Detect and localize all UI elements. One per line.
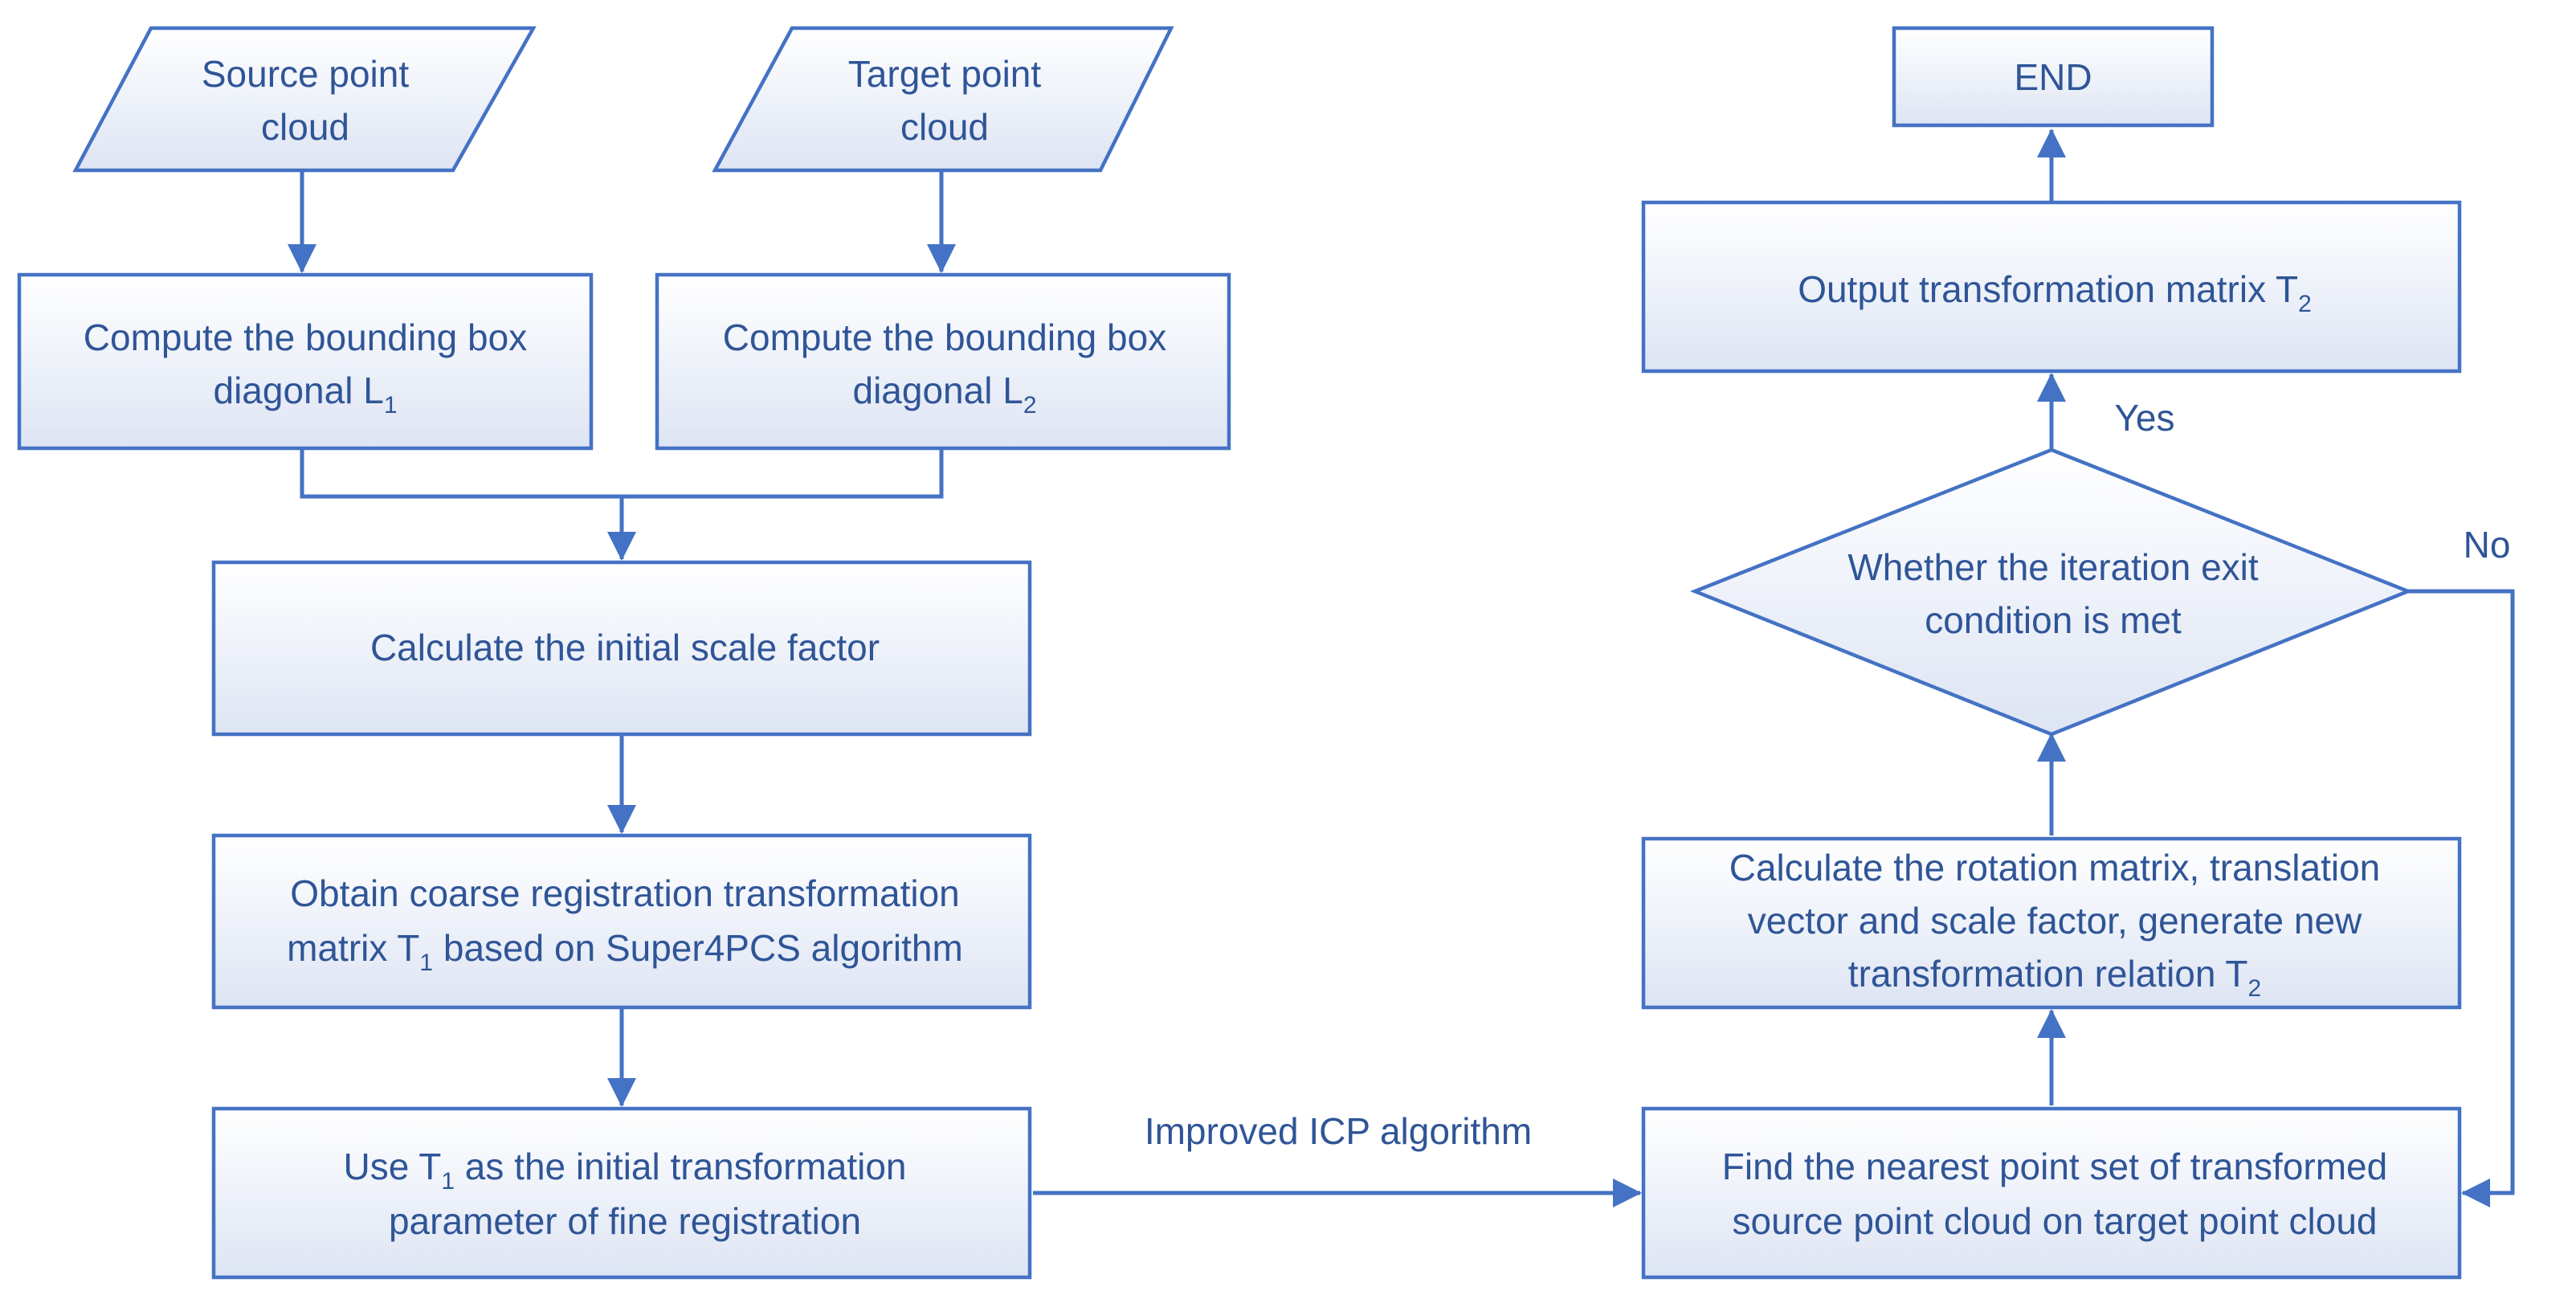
coarse-registration-line-2: matrix T1 based on Super4PCS algorithm bbox=[287, 927, 963, 976]
bbox-source-box bbox=[17, 272, 594, 451]
output-subscript: 2 bbox=[2298, 291, 2312, 317]
edge-bbox-merge bbox=[300, 448, 944, 499]
bbox-target-node: Compute the bounding box diagonal L2 bbox=[655, 272, 1231, 451]
output-box bbox=[1641, 200, 2462, 374]
init-transform-box bbox=[211, 1106, 1032, 1280]
bbox-source-node: Compute the bounding box diagonal L1 bbox=[17, 272, 594, 451]
target-input-shape bbox=[712, 26, 1174, 173]
target-input-line-1: Target point bbox=[848, 53, 1042, 95]
scale-factor-box bbox=[211, 560, 1032, 737]
nearest-point-node: Find the nearest point set of transforme… bbox=[1641, 1106, 2462, 1280]
decision-diamond bbox=[1689, 447, 2414, 737]
decision-line-1: Whether the iteration exit bbox=[1847, 546, 2259, 588]
nearest-point-line-1: Find the nearest point set of transforme… bbox=[1722, 1146, 2387, 1187]
coarse-registration-node: Obtain coarse registration transformatio… bbox=[211, 833, 1032, 1010]
source-input-node: Source point cloud bbox=[72, 26, 537, 173]
coarse-registration-line-1: Obtain coarse registration transformatio… bbox=[290, 872, 960, 914]
bbox-source-line-1: Compute the bounding box bbox=[84, 317, 527, 358]
coarse-registration-line-2-pre: matrix T bbox=[287, 927, 419, 969]
edge-decision-no-loop bbox=[2408, 589, 2515, 1207]
bbox-source-subscript: 1 bbox=[384, 392, 398, 419]
init-transform-line-1-post: as the initial transformation bbox=[455, 1146, 907, 1187]
source-input-line-2: cloud bbox=[261, 106, 349, 148]
calc-rotation-line-3-pre: transformation relation T bbox=[1848, 953, 2248, 995]
nearest-point-box bbox=[1641, 1106, 2462, 1280]
init-transform-line-1-pre: Use T bbox=[343, 1146, 441, 1187]
decision-node: Whether the iteration exit condition is … bbox=[1689, 447, 2414, 737]
coarse-registration-box bbox=[211, 833, 1032, 1010]
calc-rotation-node: Calculate the rotation matrix, translati… bbox=[1641, 836, 2462, 1010]
bbox-target-box bbox=[655, 272, 1231, 451]
bbox-source-line-2: diagonal L1 bbox=[214, 370, 398, 419]
coarse-registration-line-2-post: based on Super4PCS algorithm bbox=[433, 927, 963, 969]
init-transform-subscript: 1 bbox=[441, 1168, 455, 1195]
no-label: No bbox=[2464, 524, 2511, 566]
calc-rotation-box bbox=[1641, 836, 2462, 1010]
end-label: END bbox=[2014, 56, 2092, 98]
output-line-1: Output transformation matrix T2 bbox=[1798, 268, 2312, 317]
target-input-node: Target point cloud bbox=[712, 26, 1174, 173]
bbox-source-line-2-text: diagonal L bbox=[214, 370, 384, 411]
source-input-line-1: Source point bbox=[202, 53, 409, 95]
bbox-target-subscript: 2 bbox=[1023, 392, 1037, 419]
source-input-shape bbox=[72, 26, 537, 173]
improved-icp-label: Improved ICP algorithm bbox=[1145, 1110, 1532, 1152]
calc-rotation-line-2: vector and scale factor, generate new bbox=[1748, 900, 2362, 942]
nearest-point-line-2: source point cloud on target point cloud bbox=[1733, 1200, 2378, 1242]
scale-factor-node: Calculate the initial scale factor bbox=[211, 560, 1032, 737]
bbox-target-line-1: Compute the bounding box bbox=[723, 317, 1166, 358]
output-node: Output transformation matrix T2 bbox=[1641, 200, 2462, 374]
yes-label: Yes bbox=[2114, 397, 2174, 439]
calc-rotation-subscript: 2 bbox=[2248, 975, 2262, 1002]
edges bbox=[288, 129, 2515, 1207]
target-input-line-2: cloud bbox=[900, 106, 989, 148]
decision-line-2: condition is met bbox=[1925, 599, 2182, 641]
init-transform-line-1: Use T1 as the initial transformation bbox=[343, 1146, 906, 1195]
bbox-target-line-2: diagonal L2 bbox=[853, 370, 1037, 419]
calc-rotation-line-1: Calculate the rotation matrix, translati… bbox=[1729, 847, 2381, 889]
init-transform-line-2: parameter of fine registration bbox=[389, 1200, 861, 1242]
calc-rotation-line-3: transformation relation T2 bbox=[1848, 953, 2261, 1002]
end-box bbox=[1892, 26, 2215, 128]
output-line-1-pre: Output transformation matrix T bbox=[1798, 268, 2298, 310]
init-transform-node: Use T1 as the initial transformation par… bbox=[211, 1106, 1032, 1280]
scale-factor-line-1: Calculate the initial scale factor bbox=[370, 627, 880, 668]
coarse-registration-subscript: 1 bbox=[419, 950, 433, 976]
end-node: END bbox=[1892, 26, 2215, 128]
bbox-target-line-2-text: diagonal L bbox=[853, 370, 1023, 411]
